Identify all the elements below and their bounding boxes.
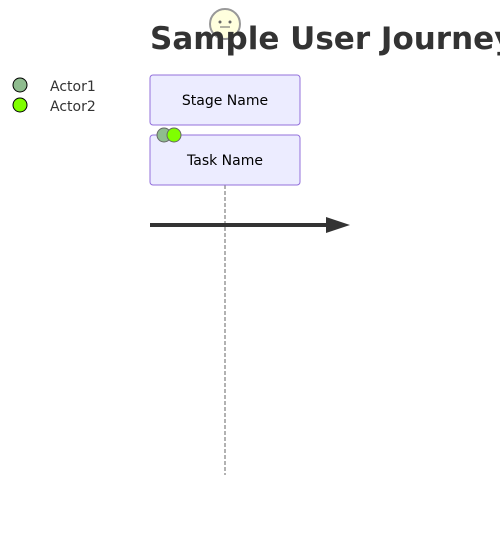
diagram-title: Sample User Journey — [150, 21, 500, 57]
timeline-arrow — [150, 217, 350, 233]
section-label: Stage Name — [182, 93, 268, 109]
task-label: Task Name — [186, 153, 263, 169]
section-box: Stage Name — [149, 74, 301, 126]
neutral-face-icon — [209, 8, 241, 40]
task-box: Task Name — [149, 134, 301, 186]
task-actor2-marker — [166, 127, 182, 143]
legend-actor1-marker — [12, 77, 28, 93]
legend-actor2-label: Actor2 — [50, 99, 96, 115]
legend-actor2-marker — [12, 97, 28, 113]
legend-actor1-label: Actor1 — [50, 79, 96, 95]
legend: Actor1 Actor2 — [12, 77, 96, 115]
